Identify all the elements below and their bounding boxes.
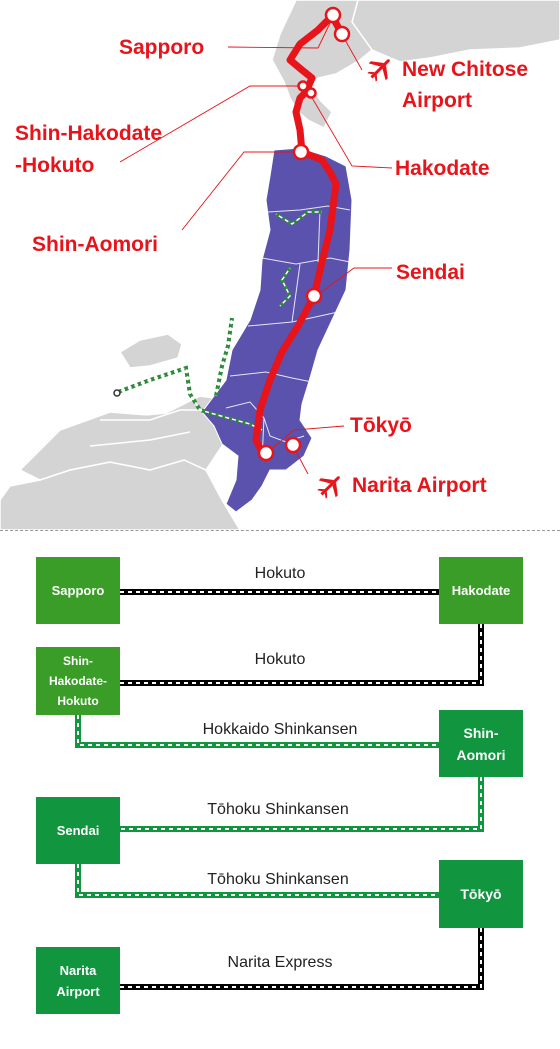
station-narita-airport: Narita Airport [36,947,120,1014]
station-label: Tōkyō [460,886,502,902]
label-shin-aomori: Shin-Aomori [32,233,158,256]
station-shin-hakodate-hokuto: Shin- Hakodate- Hokuto [36,647,120,715]
station-label: Hakodate- [48,674,107,688]
label-shin-hakodate-hokuto-line1: Shin-Hakodate [15,122,163,145]
station-label: Hakodate [451,582,511,598]
train-label-tohoku-shinkansen: Tōhoku Shinkansen [207,801,349,818]
station-circle-icon [257,444,275,462]
label-new-chitose-airport-line2: Airport [402,89,472,112]
station-label: Aomori [456,746,506,763]
station-circle-icon [305,87,317,99]
train-label-tohoku-shinkansen-2: Tōhoku Shinkansen [207,871,349,888]
station-label: Airport [56,983,100,999]
section-divider [0,530,560,531]
train-label-hokuto-2: Hokuto [254,651,306,668]
station-circles [257,6,351,462]
label-tokyo: Tōkyō [350,414,412,437]
station-tokyo: Tōkyō [439,860,523,928]
station-shin-aomori: Shin- Aomori [439,710,523,777]
station-circle-icon [305,287,323,305]
shinkansen-dashes [77,715,482,896]
train-label-narita-express: Narita Express [227,954,333,971]
station-sendai: Sendai [36,797,120,864]
city-dot-icon [113,389,121,397]
label-narita-airport: Narita Airport [352,474,487,497]
train-label-hokkaido-shinkansen: Hokkaido Shinkansen [202,721,358,738]
label-sapporo: Sapporo [119,36,205,59]
station-circle-icon [324,6,342,24]
train-label-hokuto: Hokuto [254,565,306,582]
station-sapporo: Sapporo [36,557,120,624]
station-label: Sapporo [51,582,105,598]
station-label: Shin- [63,654,93,668]
station-label: Narita [59,962,97,978]
label-new-chitose-airport-line1: New Chitose [402,58,529,81]
station-hakodate: Hakodate [439,557,523,624]
station-circle-icon [292,143,310,161]
limited-express-dashes [120,591,482,988]
land-gray [0,0,560,530]
station-circle-icon [297,80,309,92]
label-shin-hakodate-hokuto-line2: -Hokuto [15,154,95,177]
airplane-icon [367,59,390,82]
station-circle-icon [333,25,351,43]
station-circle-icon [284,436,302,454]
station-label: Shin- [463,724,499,741]
label-hakodate: Hakodate [395,157,490,180]
station-label: Hokuto [57,694,99,708]
airplane-icon [317,476,340,499]
station-label: Sendai [56,822,100,838]
local-line-dash-highlight [117,211,322,431]
route-line [252,12,346,456]
map [0,0,560,530]
label-sendai: Sendai [396,261,465,284]
